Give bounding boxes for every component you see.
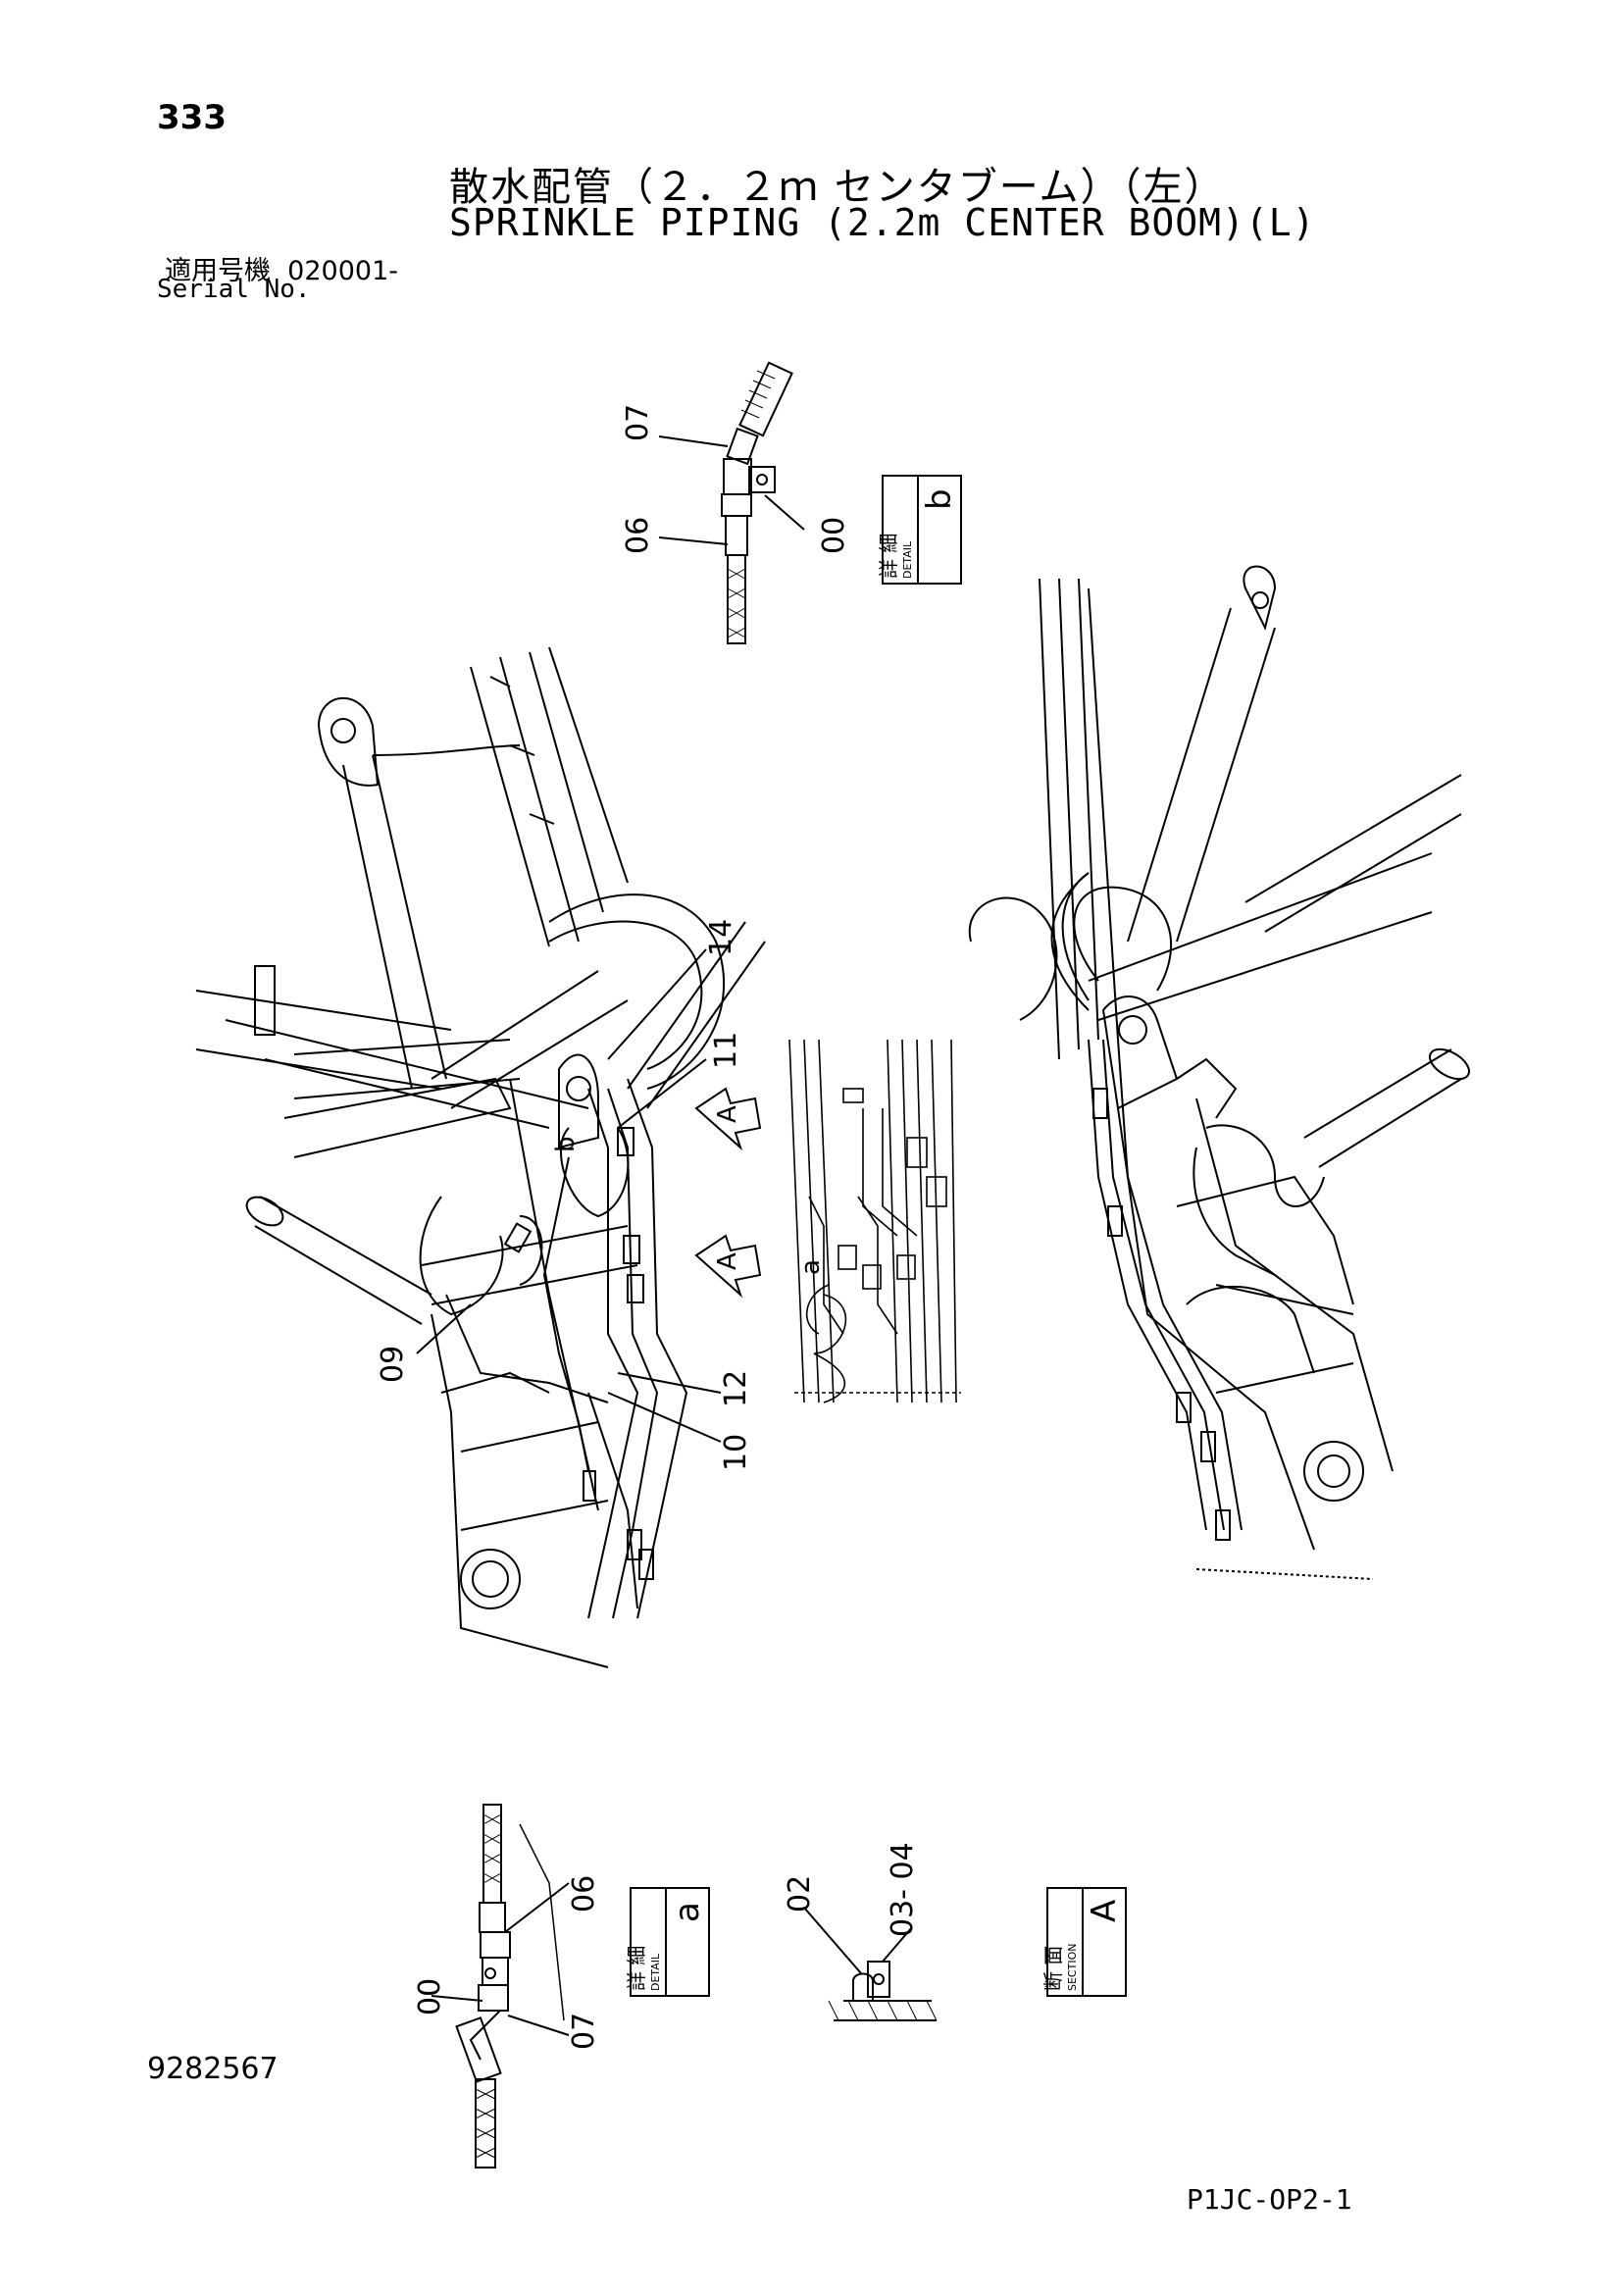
title-japanese: 散水配管（２．２ｍ センタブーム）（左） — [449, 165, 1226, 210]
arrow-a-lower: A — [713, 1252, 742, 1270]
callout-00-top: 00 — [817, 517, 851, 554]
serial-label-jp-text: 適用号機 — [165, 256, 271, 286]
serial-label-jp: 適用号機 020001- — [165, 249, 398, 287]
callout-14: 14 — [704, 919, 738, 956]
section-a-letter: A — [1085, 1900, 1124, 1922]
detail-a-letter: a — [668, 1902, 707, 1922]
page-number: 333 — [157, 98, 227, 137]
callout-06-top: 06 — [621, 517, 655, 554]
serial-value: 020001- — [287, 256, 398, 286]
detail-a-drawing — [431, 1804, 570, 2168]
serial-label-en: Serial No. — [157, 275, 311, 304]
callout-03-04: 03- 04 — [886, 1842, 920, 1937]
callout-07-bottom: 07 — [567, 2013, 601, 2050]
callout-02: 02 — [783, 1875, 817, 1913]
callout-06-bottom: 06 — [567, 1875, 601, 1913]
ref-b: b — [551, 1136, 581, 1152]
detail-b-label-box — [882, 475, 962, 585]
detail-b-en: DETAIL — [901, 540, 914, 579]
page-code: P1JC-OP2-1 — [1187, 2183, 1352, 2216]
callout-11: 11 — [709, 1032, 743, 1069]
section-a-en: SECTION — [1066, 1944, 1079, 1991]
center-strip-view — [788, 1039, 961, 1403]
left-boom-view — [195, 646, 766, 1668]
title-english: SPRINKLE PIPING (2.2m CENTER BOOM)(L) — [449, 201, 1316, 244]
section-a-label-box — [1046, 1887, 1127, 1997]
callout-00-bottom: 00 — [413, 1978, 447, 2015]
section-a-drawing — [803, 1907, 938, 2021]
detail-a-en: DETAIL — [649, 1953, 662, 1991]
callout-10: 10 — [719, 1434, 753, 1471]
callout-09: 09 — [376, 1346, 410, 1383]
detail-a-jp: 詳 細 — [625, 1946, 648, 1991]
right-boom-view — [968, 565, 1470, 1580]
callout-12: 12 — [719, 1370, 753, 1407]
detail-b-jp: 詳 細 — [877, 534, 900, 579]
callout-07-top: 07 — [621, 404, 655, 441]
callout-03-04-text: 03- 04 — [886, 1842, 920, 1937]
document-number: 9282567 — [147, 2052, 279, 2086]
section-arrows — [694, 1087, 762, 1299]
arrow-a-upper: A — [713, 1105, 742, 1123]
ref-a: a — [796, 1259, 826, 1275]
detail-b-drawing — [658, 361, 805, 644]
section-a-jp: 断 面 — [1041, 1946, 1065, 1991]
detail-b-letter: b — [920, 488, 959, 510]
detail-a-label-box — [630, 1887, 710, 1997]
